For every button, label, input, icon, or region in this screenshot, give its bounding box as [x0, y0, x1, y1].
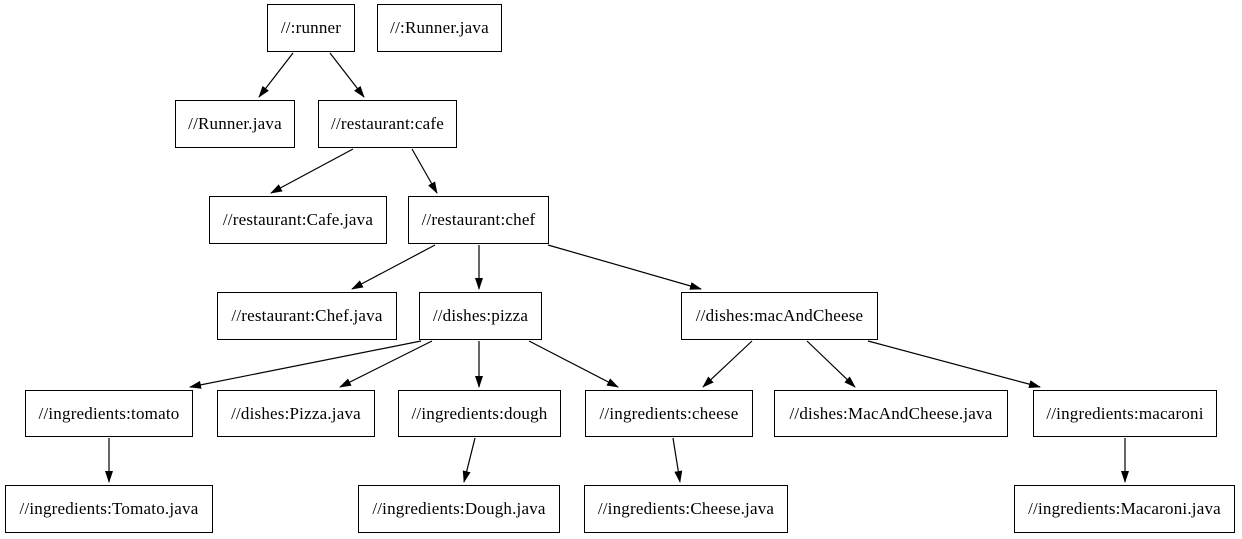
graph-node-label: //restaurant:Cafe.java: [222, 210, 374, 229]
graph-node-mac_java: //dishes:MacAndCheese.java: [774, 390, 1008, 437]
graph-node-label: //ingredients:macaroni: [1046, 403, 1204, 423]
graph-node-cafe: //restaurant:cafe: [318, 100, 457, 148]
graph-node-label: //ingredients:Dough.java: [372, 499, 546, 518]
edge-runner-to-runner_java: [258, 52, 294, 98]
graph-node-label: //:Runner.java: [390, 18, 489, 37]
edge-runner-to-cafe: [329, 52, 365, 98]
graph-node-label: //Runner.java: [188, 114, 282, 133]
graph-node-macaroni_java: //ingredients:Macaroni.java: [1014, 485, 1235, 533]
edge-dough-to-dough_java: [462, 437, 476, 483]
graph-node-label: //:runner: [280, 18, 342, 37]
graph-node-dough: //ingredients:dough: [398, 390, 561, 437]
graph-node-label: //ingredients:tomato: [38, 403, 180, 423]
graph-node-cafe_java: //restaurant:Cafe.java: [209, 196, 387, 244]
graph-node-dough_java: //ingredients:Dough.java: [358, 485, 560, 533]
graph-node-runner_java: //Runner.java: [175, 100, 295, 148]
edge-cafe-to-chef: [411, 148, 438, 194]
edge-pizza-to-pizza_java: [339, 340, 433, 388]
edge-mac-to-mac_java: [806, 340, 856, 388]
graph-node-label: //restaurant:cafe: [331, 114, 444, 133]
graph-node-pizza_java: //dishes:Pizza.java: [217, 390, 375, 437]
graph-node-runner: //:runner: [267, 4, 355, 52]
graph-node-label: //ingredients:Cheese.java: [597, 499, 775, 518]
graph-node-cheese_java: //ingredients:Cheese.java: [584, 485, 788, 533]
graph-node-pizza: //dishes:pizza: [419, 292, 542, 340]
edge-cheese-to-cheese_java: [672, 437, 683, 483]
edge-chef-to-mac: [547, 244, 702, 290]
graph-node-root_runner_java: //:Runner.java: [377, 4, 502, 52]
graph-node-macaroni: //ingredients:macaroni: [1033, 390, 1217, 437]
edge-pizza-to-tomato: [189, 340, 422, 389]
graph-node-mac: //dishes:macAndCheese: [681, 292, 878, 340]
graph-node-label: //restaurant:Chef.java: [231, 306, 383, 325]
graph-node-tomato: //ingredients:tomato: [25, 390, 193, 437]
edge-cafe-to-cafe_java: [270, 148, 354, 194]
graph-node-label: //ingredients:cheese: [599, 403, 739, 423]
edge-chef-to-chef_java: [351, 244, 436, 290]
graph-node-label: //dishes:pizza: [432, 306, 529, 325]
graph-node-label: //dishes:MacAndCheese.java: [789, 403, 993, 423]
graph-node-chef_java: //restaurant:Chef.java: [217, 292, 397, 340]
graph-node-label: //ingredients:Tomato.java: [19, 499, 199, 518]
graph-node-chef: //restaurant:chef: [408, 196, 549, 244]
edge-pizza-to-cheese: [528, 340, 619, 388]
graph-node-cheese: //ingredients:cheese: [585, 390, 753, 437]
graph-node-label: //ingredients:Macaroni.java: [1028, 499, 1221, 518]
graph-node-label: //ingredients:dough: [411, 403, 548, 423]
edge-mac-to-macaroni: [867, 340, 1041, 389]
edge-mac-to-cheese: [702, 340, 753, 388]
graph-node-tomato_java: //ingredients:Tomato.java: [5, 485, 213, 533]
graph-node-label: //dishes:macAndCheese: [695, 306, 864, 325]
graph-node-label: //restaurant:chef: [421, 210, 536, 229]
graph-node-label: //dishes:Pizza.java: [231, 403, 361, 423]
